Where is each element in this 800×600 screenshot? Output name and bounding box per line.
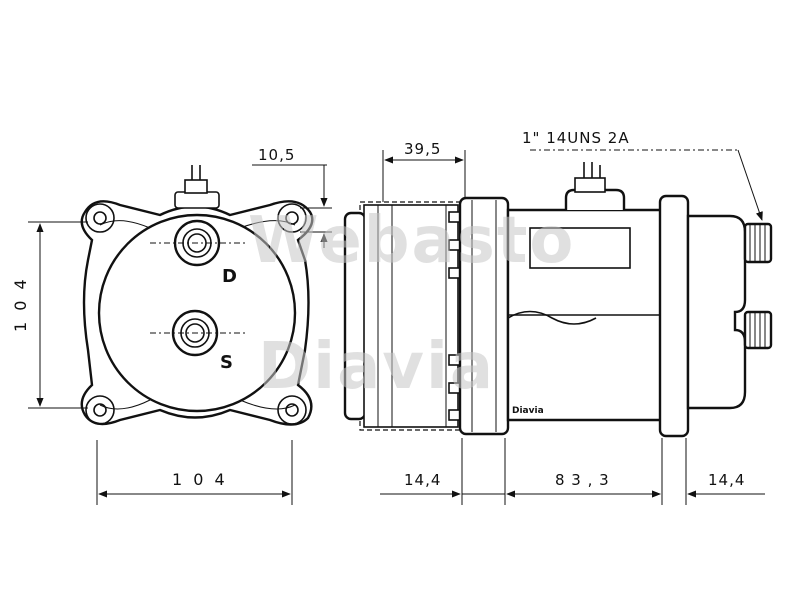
pulley-bolts (448, 211, 462, 421)
side-connector (564, 162, 626, 210)
offset-dimension: 10,5 (252, 146, 332, 248)
width-dimension-label: 1 0 4 (172, 470, 228, 489)
thread-spec-label: 1" 14UNS 2A (522, 129, 630, 147)
width-dimension: 1 0 4 (96, 440, 293, 505)
watermark: Webasto Diavia (248, 204, 575, 404)
port-label-discharge: D (222, 266, 237, 287)
fitting-discharge (743, 222, 773, 264)
rear-flange (658, 194, 690, 438)
front-connector (174, 165, 220, 209)
bottom-dimensions: 14,4 8 3 , 3 14,4 (380, 438, 765, 505)
height-dimension: 1 0 4 (11, 221, 88, 409)
fitting-suction (743, 310, 773, 350)
clutch-pulley-outline (359, 201, 461, 431)
label-plate (529, 227, 631, 269)
side-view: Diavia (343, 129, 773, 505)
block-rib (507, 310, 597, 325)
offset-dimension-label: 10,5 (258, 146, 295, 164)
thread-leader: 1" 14UNS 2A (522, 129, 763, 221)
watermark-line2: Diavia (258, 330, 495, 404)
compressor-body-circle (97, 213, 297, 413)
dim-left-label: 14,4 (404, 471, 441, 489)
flange-inner-contour (99, 220, 296, 410)
mounting-hole-top-left (85, 203, 115, 233)
mounting-hole-top-right (277, 203, 307, 233)
rear-head (686, 214, 747, 410)
pulley-body (363, 204, 459, 428)
height-dimension-label: 1 0 4 (11, 276, 30, 332)
mounting-hole-bottom-left (85, 395, 115, 425)
dim-middle-label: 8 3 , 3 (555, 471, 610, 489)
clutch-dimension: 39,5 (382, 140, 466, 202)
dim-right-label: 14,4 (708, 471, 745, 489)
brand-label: Diavia (512, 406, 544, 416)
port-label-suction: S (220, 352, 233, 373)
clutch-dimension-label: 39,5 (404, 140, 441, 158)
front-view: D S 1 0 4 1 0 4 10,5 (11, 146, 332, 505)
mounting-hole-bottom-right (277, 395, 307, 425)
watermark-line1: Webasto (248, 204, 575, 278)
